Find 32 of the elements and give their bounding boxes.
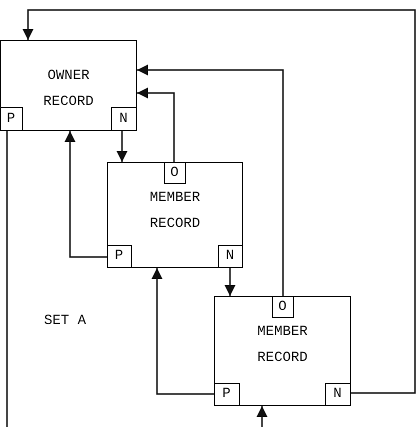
field-letter: P bbox=[6, 112, 16, 126]
field-letter: P bbox=[222, 387, 231, 401]
arrow bbox=[256, 406, 268, 427]
pointer-field-box bbox=[110, 106, 136, 130]
field-letter: P bbox=[114, 249, 124, 263]
record-title: MEMBER RECORD bbox=[148, 189, 202, 234]
field-letter: N bbox=[119, 112, 128, 126]
arrow bbox=[224, 268, 236, 296]
field-letter: N bbox=[226, 249, 234, 263]
field-letter: N bbox=[333, 387, 342, 401]
field-letter: O bbox=[170, 166, 179, 180]
set-label: SET A bbox=[44, 313, 86, 329]
pointer-field-box bbox=[324, 382, 350, 406]
pointer-field-box bbox=[164, 162, 186, 184]
arrow bbox=[137, 64, 284, 296]
record-title: MEMBER RECORD bbox=[256, 323, 309, 368]
pointer-field-box bbox=[272, 296, 294, 318]
pointer-field-box bbox=[214, 382, 240, 406]
record-box bbox=[0, 40, 137, 131]
pointer-field-box bbox=[106, 244, 132, 268]
field-letter: O bbox=[278, 300, 287, 314]
record-box bbox=[214, 296, 351, 406]
arrow bbox=[116, 131, 128, 162]
record-title: OWNER RECORD bbox=[42, 67, 95, 112]
arrow bbox=[22, 9, 416, 394]
arrow bbox=[64, 131, 107, 258]
record-box bbox=[107, 162, 243, 268]
pointer-field-box bbox=[218, 244, 242, 268]
pointer-field-box bbox=[0, 106, 22, 130]
arrow bbox=[152, 268, 214, 395]
connector-line bbox=[6, 131, 8, 427]
arrow bbox=[137, 88, 175, 162]
